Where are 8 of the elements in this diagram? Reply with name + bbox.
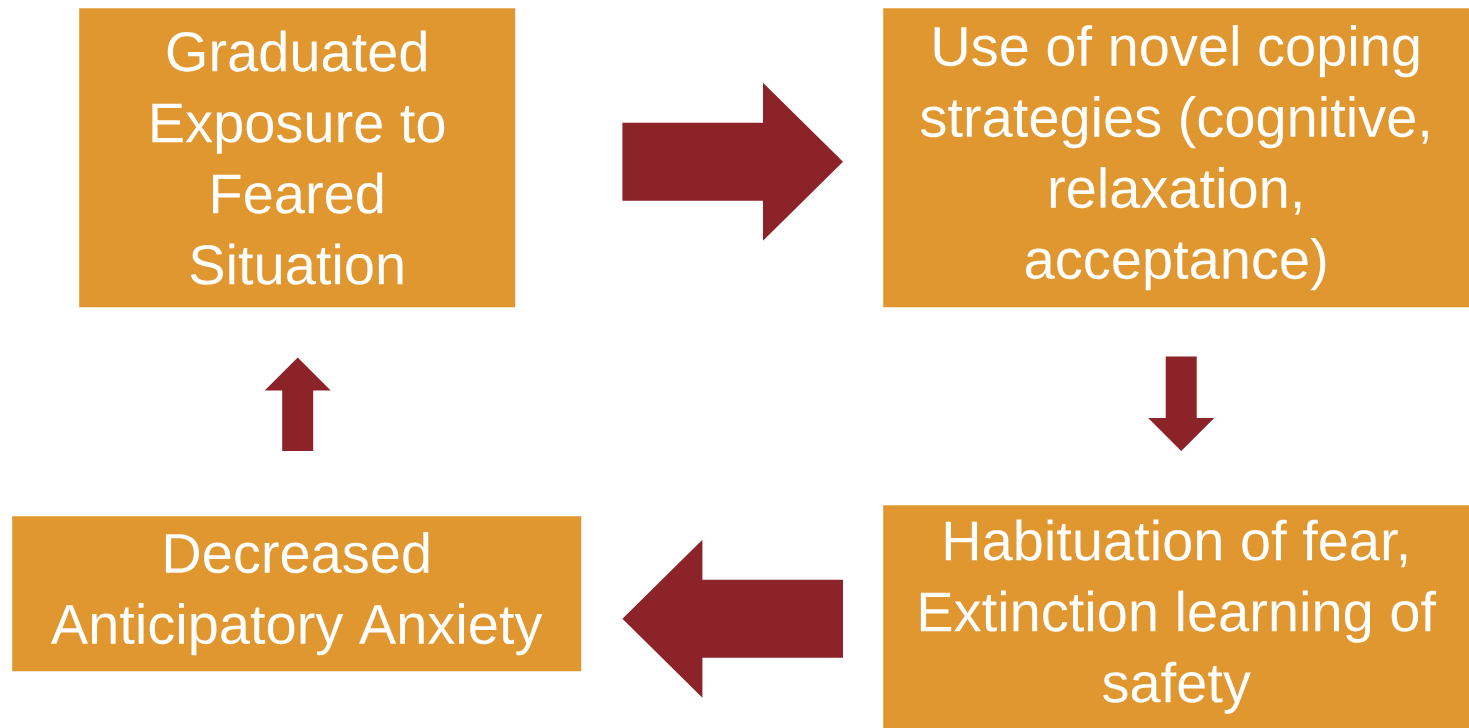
process-box: Use of novel coping strategies (cognitive, relaxation, acceptance) bbox=[883, 8, 1469, 308]
block-arrow bbox=[264, 357, 331, 451]
process-box: Decreased Anticipatory Anxiety bbox=[12, 516, 582, 672]
block-arrow bbox=[622, 82, 843, 241]
block-arrow bbox=[622, 539, 843, 698]
process-box: Habituation of fear, Extinction learning of safety bbox=[883, 505, 1469, 728]
block-arrow bbox=[1148, 356, 1215, 451]
process-box: Graduated Exposure to Feared Situation bbox=[79, 8, 516, 308]
